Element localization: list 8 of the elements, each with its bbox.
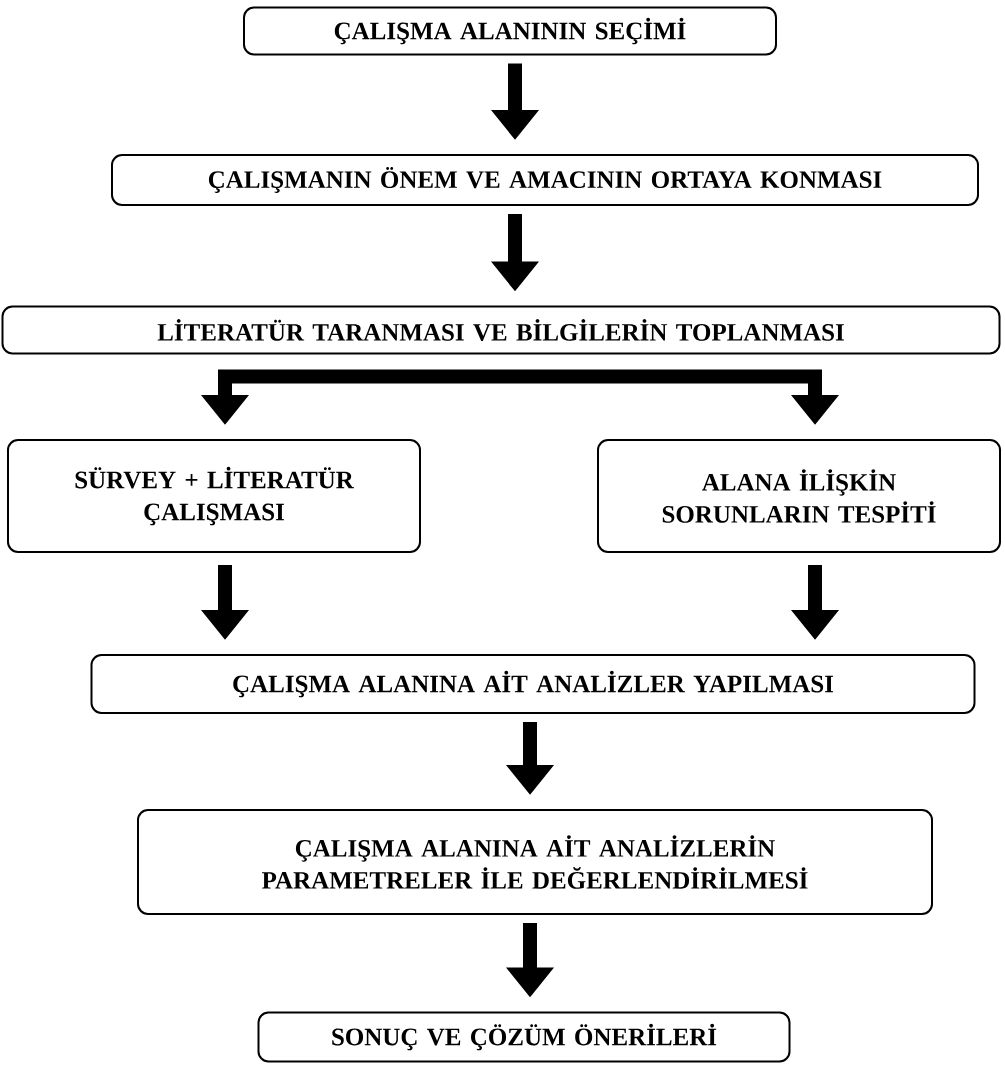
process-box: ÇALIŞMA ALANINA AİT ANALİZLER YAPILMASI [90, 654, 976, 714]
process-box: SONUÇ VE ÇÖZÜM ÖNERİLERİ [257, 1011, 791, 1063]
process-box: ÇALIŞMA ALANINA AİT ANALİZLERİN PARAMETRELER İLE DEĞERLENDİRİLMESİ [137, 809, 933, 915]
process-box: ÇALIŞMANIN ÖNEM VE AMACININ ORTAYA KONMASI [111, 154, 979, 206]
process-box: SÜRVEY + LİTERATÜR ÇALIŞMASI [7, 439, 421, 553]
process-box: LİTERATÜR TARANMASI VE BİLGİLERİN TOPLANMASI [1, 305, 1001, 355]
process-box: ÇALIŞMA ALANININ SEÇİMİ [243, 6, 777, 56]
process-box: ALANA İLİŞKİN SORUNLARIN TESPİTİ [597, 439, 1001, 553]
